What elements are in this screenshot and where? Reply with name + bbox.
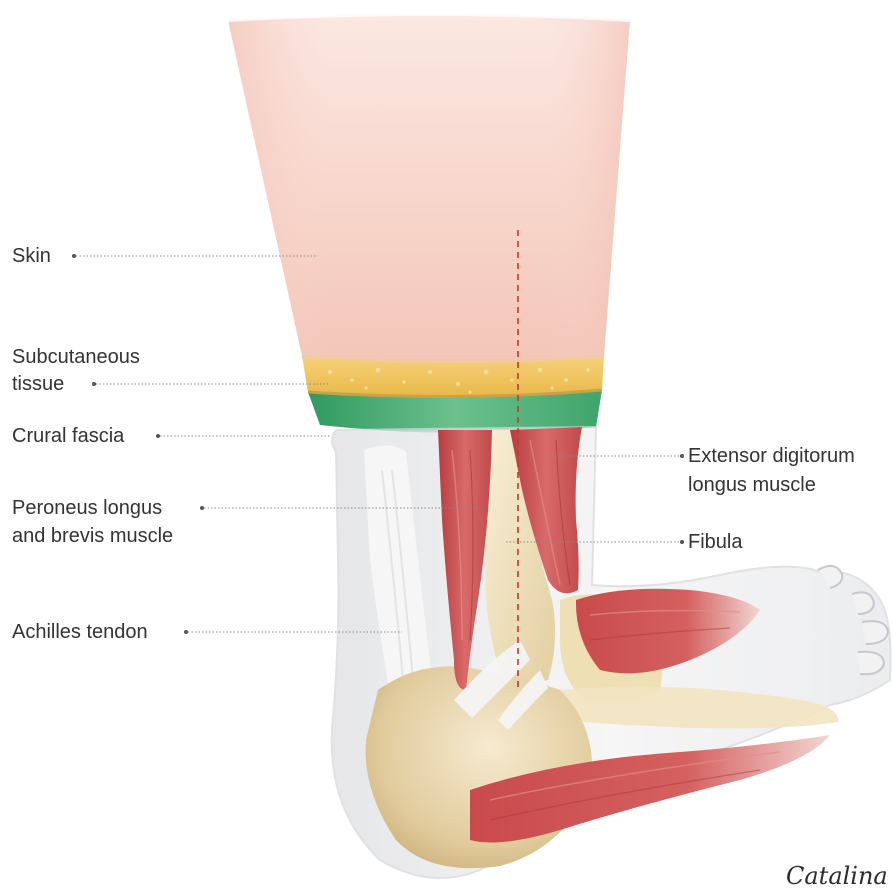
label-subcutaneous-line1: Subcutaneous — [12, 345, 140, 369]
label-subcutaneous-line2: tissue — [12, 372, 64, 396]
label-extensor-line1: Extensor digitorum — [688, 444, 855, 468]
label-skin: Skin — [12, 244, 51, 268]
artist-signature: Catalina F — [786, 862, 893, 890]
subcutaneous-layer — [302, 356, 604, 397]
label-peroneus-line2: and brevis muscle — [12, 524, 173, 548]
label-extensor-line2: longus muscle — [688, 473, 816, 497]
skin-layer — [228, 14, 630, 361]
label-fibula: Fibula — [688, 530, 742, 554]
label-crural-fascia: Crural fascia — [12, 424, 124, 448]
label-peroneus-line1: Peroneus longus — [12, 496, 162, 520]
label-achilles-tendon: Achilles tendon — [12, 620, 148, 644]
